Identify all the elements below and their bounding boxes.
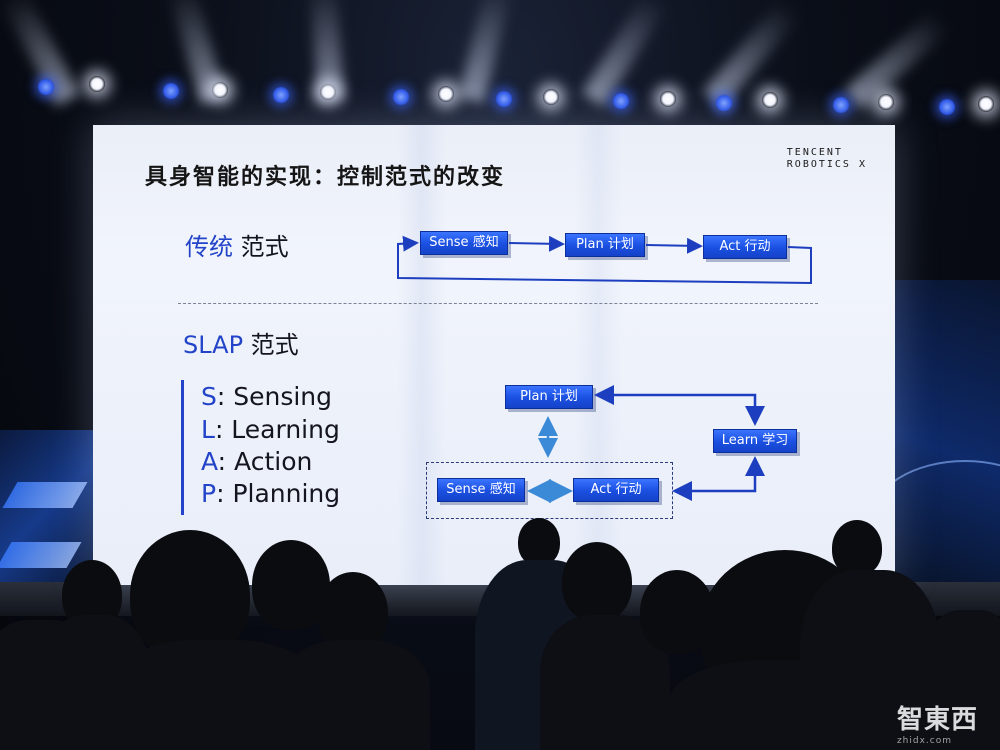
traditional-node-act: Act 行动 bbox=[703, 235, 787, 259]
watermark-logo: 智東西 bbox=[896, 705, 978, 735]
stage-light-white bbox=[543, 89, 559, 105]
brand-line-2: ROBOTICS X bbox=[786, 159, 867, 170]
slap-node-sense: Sense 感知 bbox=[437, 478, 525, 502]
acronym-accent-bar bbox=[181, 380, 184, 515]
acronym-a: A: Action bbox=[201, 447, 312, 476]
stage-light-blue bbox=[37, 78, 55, 96]
traditional-node-sense: Sense 感知 bbox=[420, 231, 508, 255]
sense-act-group bbox=[426, 462, 673, 519]
stage-light-blue bbox=[832, 96, 850, 114]
acronym-p: P: Planning bbox=[201, 479, 340, 508]
stage-light-white bbox=[660, 91, 676, 107]
slap-paradigm-label: SLAP 范式 bbox=[183, 325, 299, 360]
stage-light-white bbox=[320, 84, 336, 100]
stage-side-panel-right bbox=[870, 280, 1000, 590]
stage-light-blue bbox=[715, 94, 733, 112]
watermark-url: zhidx.com bbox=[896, 736, 952, 746]
traditional-label-accent: 传统 bbox=[185, 233, 233, 261]
stage-light-white bbox=[212, 82, 228, 98]
stage-light-blue bbox=[938, 98, 956, 116]
traditional-paradigm-label: 传统 范式 bbox=[185, 227, 289, 262]
audience-silhouettes bbox=[0, 518, 1000, 750]
section-divider bbox=[178, 303, 818, 304]
slap-label-accent: SLAP bbox=[183, 331, 244, 359]
acronym-s: S: Sensing bbox=[201, 382, 332, 411]
stage-light-blue bbox=[162, 82, 180, 100]
slap-node-plan: Plan 计划 bbox=[505, 385, 593, 409]
acronym-a-letter: A bbox=[201, 447, 218, 476]
stage-light-white bbox=[878, 94, 894, 110]
slide-title: 具身智能的实现：控制范式的改变 bbox=[145, 164, 506, 190]
acronym-l-letter: L bbox=[201, 415, 215, 444]
acronym-s-text: : Sensing bbox=[216, 382, 333, 411]
brand-logo-text: TENCENT ROBOTICS X bbox=[787, 147, 867, 171]
stage-light-white bbox=[762, 92, 778, 108]
slap-node-act: Act 行动 bbox=[573, 478, 659, 502]
acronym-p-text: : Planning bbox=[216, 479, 341, 508]
slap-node-learn: Learn 学习 bbox=[713, 429, 797, 453]
stage-light-blue bbox=[495, 90, 513, 108]
slap-label-rest: 范式 bbox=[243, 331, 299, 359]
stage-light-blue bbox=[392, 88, 410, 106]
acronym-a-text: : Action bbox=[217, 447, 313, 476]
stage-light-blue bbox=[272, 86, 290, 104]
stage-light-white bbox=[438, 86, 454, 102]
stage-light-white bbox=[978, 96, 994, 112]
stage-light-blue bbox=[612, 92, 630, 110]
acronym-p-letter: P bbox=[201, 479, 217, 508]
brand-line-1: TENCENT bbox=[786, 147, 843, 158]
stage-light-white bbox=[89, 76, 105, 92]
projected-slide: 具身智能的实现：控制范式的改变 TENCENT ROBOTICS X 传统 范式… bbox=[93, 125, 895, 585]
traditional-node-plan: Plan 计划 bbox=[565, 233, 645, 257]
acronym-l-text: : Learning bbox=[214, 415, 340, 444]
acronym-l: L: Learning bbox=[201, 415, 340, 444]
acronym-s-letter: S bbox=[201, 382, 217, 411]
traditional-label-rest: 范式 bbox=[233, 233, 289, 261]
